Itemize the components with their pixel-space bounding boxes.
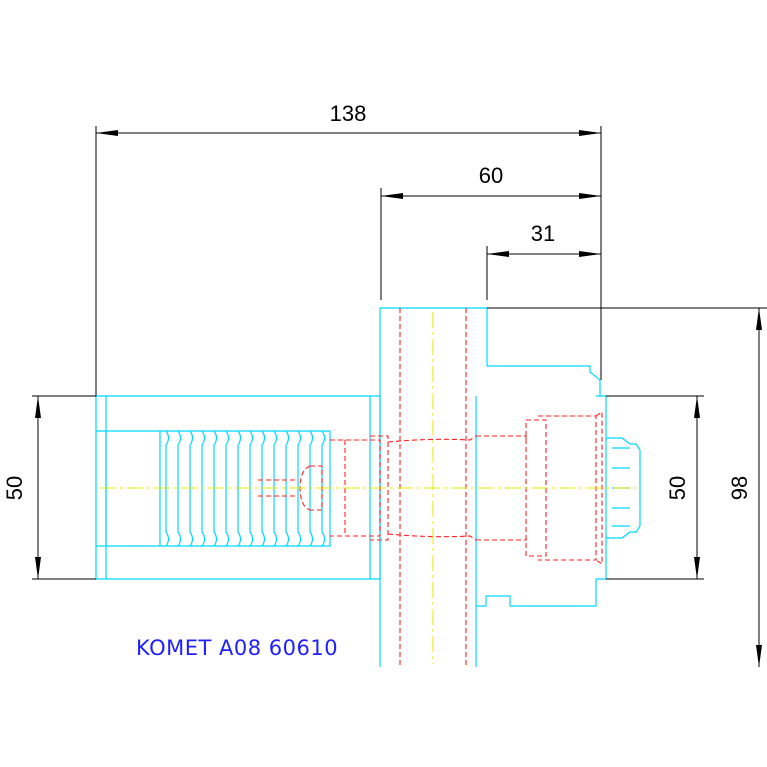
dimension-length-mid: 60: [380, 163, 601, 300]
dimension-left-diameter: 50: [2, 395, 96, 580]
part-label: KOMET A08 60610: [136, 636, 338, 660]
centerlines: [100, 312, 640, 664]
dimension-length-mid-label: 60: [479, 163, 503, 188]
dimension-overall-length-label: 138: [330, 101, 367, 126]
dimension-right-diameter: 50: [606, 395, 704, 580]
dimension-flange-height: 98: [487, 307, 767, 667]
dimension-left-diameter-label: 50: [2, 476, 27, 500]
dimension-flange-height-label: 98: [727, 476, 752, 500]
dimension-overall-length: 138: [95, 101, 602, 396]
dimension-length-short: 31: [486, 221, 601, 300]
dimension-length-short-label: 31: [531, 221, 555, 246]
dimension-right-diameter-label: 50: [665, 476, 690, 500]
